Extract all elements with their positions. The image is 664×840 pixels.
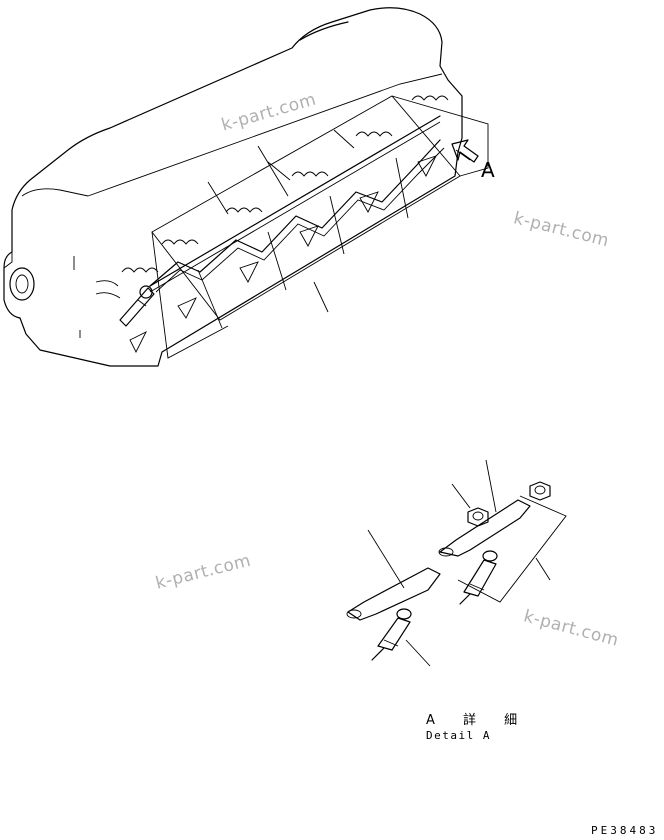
nut-icon (529, 481, 551, 501)
view-arrow-icon (451, 139, 479, 163)
connecting-plate (346, 529, 441, 621)
view-callout-label: A (481, 158, 495, 182)
nut-icon (451, 483, 489, 527)
detail-caption-en: Detail A (426, 729, 491, 742)
glow-plug (371, 608, 431, 667)
connecting-plate (438, 459, 531, 557)
drawing-code: PE38483 (591, 824, 659, 837)
cylinder-head (3, 7, 489, 367)
glow-plug (459, 550, 498, 605)
detail-a-assembly (346, 459, 567, 667)
detail-caption-jp: A 詳 細 (426, 713, 530, 728)
